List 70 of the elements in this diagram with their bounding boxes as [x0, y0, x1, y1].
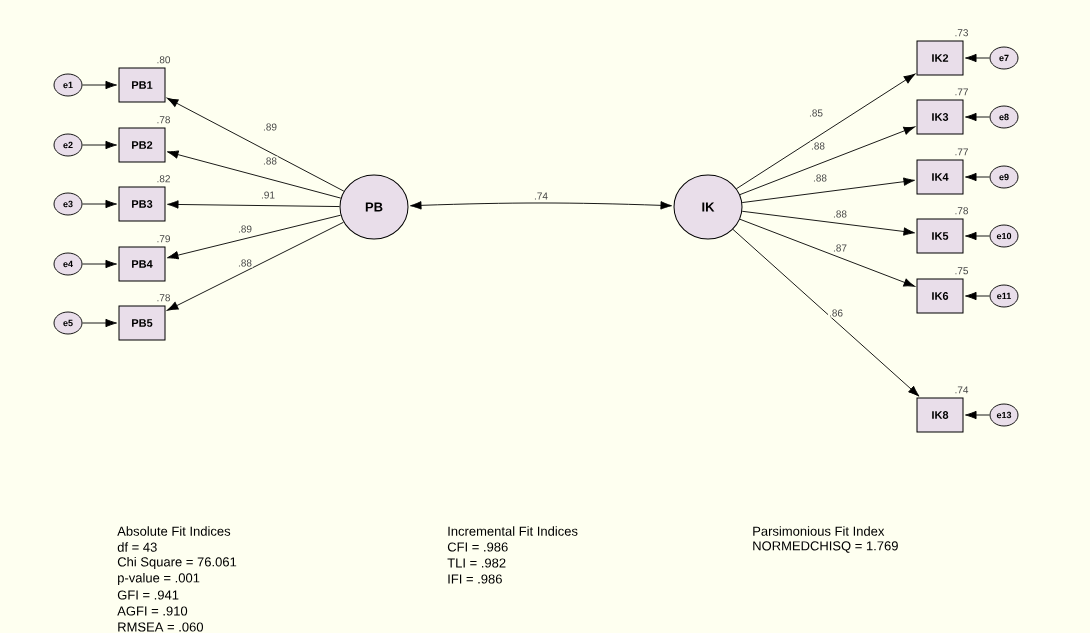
squared-correlation-value: .74	[955, 386, 969, 394]
squared-correlation-value: .78	[157, 116, 170, 124]
observed-variable-box: IK4	[916, 159, 964, 195]
squared-correlation-value: .75	[955, 267, 969, 275]
arrow	[965, 410, 990, 420]
arrow	[741, 210, 915, 236]
arrow	[82, 199, 117, 209]
edge-label: .88	[832, 209, 848, 219]
arrow	[82, 318, 117, 328]
edge-label: .91	[260, 190, 276, 200]
edge-label: .88	[812, 173, 828, 183]
arrow	[732, 228, 920, 397]
arrow	[739, 126, 916, 196]
fit-index-text: GFI = .941	[117, 590, 179, 600]
fit-index-text: IFI = .986	[448, 574, 502, 584]
observed-variable-box: IK6	[916, 278, 964, 314]
arrow	[965, 231, 990, 241]
arrow	[736, 73, 916, 190]
edge-label: .87	[832, 243, 848, 253]
observed-variable-box: PB5	[118, 305, 166, 341]
arrow	[82, 259, 117, 269]
arrow	[166, 97, 345, 192]
fit-index-text: p-value = .001	[118, 572, 200, 586]
arrow	[965, 53, 990, 63]
observed-variable-box: PB4	[118, 246, 166, 282]
observed-variable-box: IK3	[916, 99, 964, 135]
fit-index-text: Parsimonious Fit Index	[753, 526, 885, 536]
fit-index-text: Absolute Fit Indices	[117, 526, 231, 536]
observed-variable-box: PB2	[118, 127, 166, 163]
edge-label: .88	[237, 258, 253, 268]
arrow	[741, 177, 915, 204]
fit-index-text: Incremental Fit Indices	[448, 526, 578, 536]
observed-variable-box: IK5	[916, 218, 964, 254]
fit-index-text: CFI = .986	[447, 542, 508, 552]
observed-variable-box: IK2	[916, 40, 964, 76]
fit-index-text: df = 43	[117, 542, 157, 552]
squared-correlation-value: .79	[157, 235, 170, 243]
edge-label: .88	[810, 141, 826, 151]
edge-label: .88	[262, 156, 278, 166]
squared-correlation-value: .82	[157, 175, 170, 183]
edge-label: .86	[828, 308, 844, 318]
squared-correlation-value: .78	[157, 294, 170, 302]
arrow	[965, 112, 990, 122]
arrow	[739, 218, 916, 287]
arrow	[167, 200, 340, 209]
squared-correlation-value: .77	[955, 88, 968, 96]
edge-label: .89	[262, 122, 278, 132]
edge-label: .89	[237, 224, 253, 234]
arrow	[965, 172, 990, 182]
arrow	[410, 201, 672, 210]
fit-index-text: TLI = .982	[447, 558, 506, 568]
squared-correlation-value: .78	[955, 207, 969, 215]
squared-correlation-value: .80	[157, 56, 171, 64]
edge-label: .74	[533, 191, 549, 201]
fit-index-text: AGFI = .910	[117, 606, 188, 616]
arrow	[167, 214, 342, 260]
arrow	[82, 80, 117, 90]
fit-index-text: Chi Square = 76.061	[117, 556, 237, 570]
arrow	[82, 140, 117, 150]
squared-correlation-value: .77	[955, 148, 968, 156]
fit-index-text: NORMEDCHISQ = 1.769	[753, 541, 898, 553]
fit-index-text: RMSEA = .060	[118, 622, 204, 632]
observed-variable-box: PB3	[118, 186, 166, 222]
observed-variable-box: PB1	[118, 67, 166, 103]
squared-correlation-value: .73	[955, 29, 969, 37]
arrow	[166, 221, 344, 311]
observed-variable-box: IK8	[916, 397, 964, 433]
edge-label: .85	[808, 108, 824, 118]
arrow	[965, 291, 990, 301]
arrow	[167, 150, 342, 199]
